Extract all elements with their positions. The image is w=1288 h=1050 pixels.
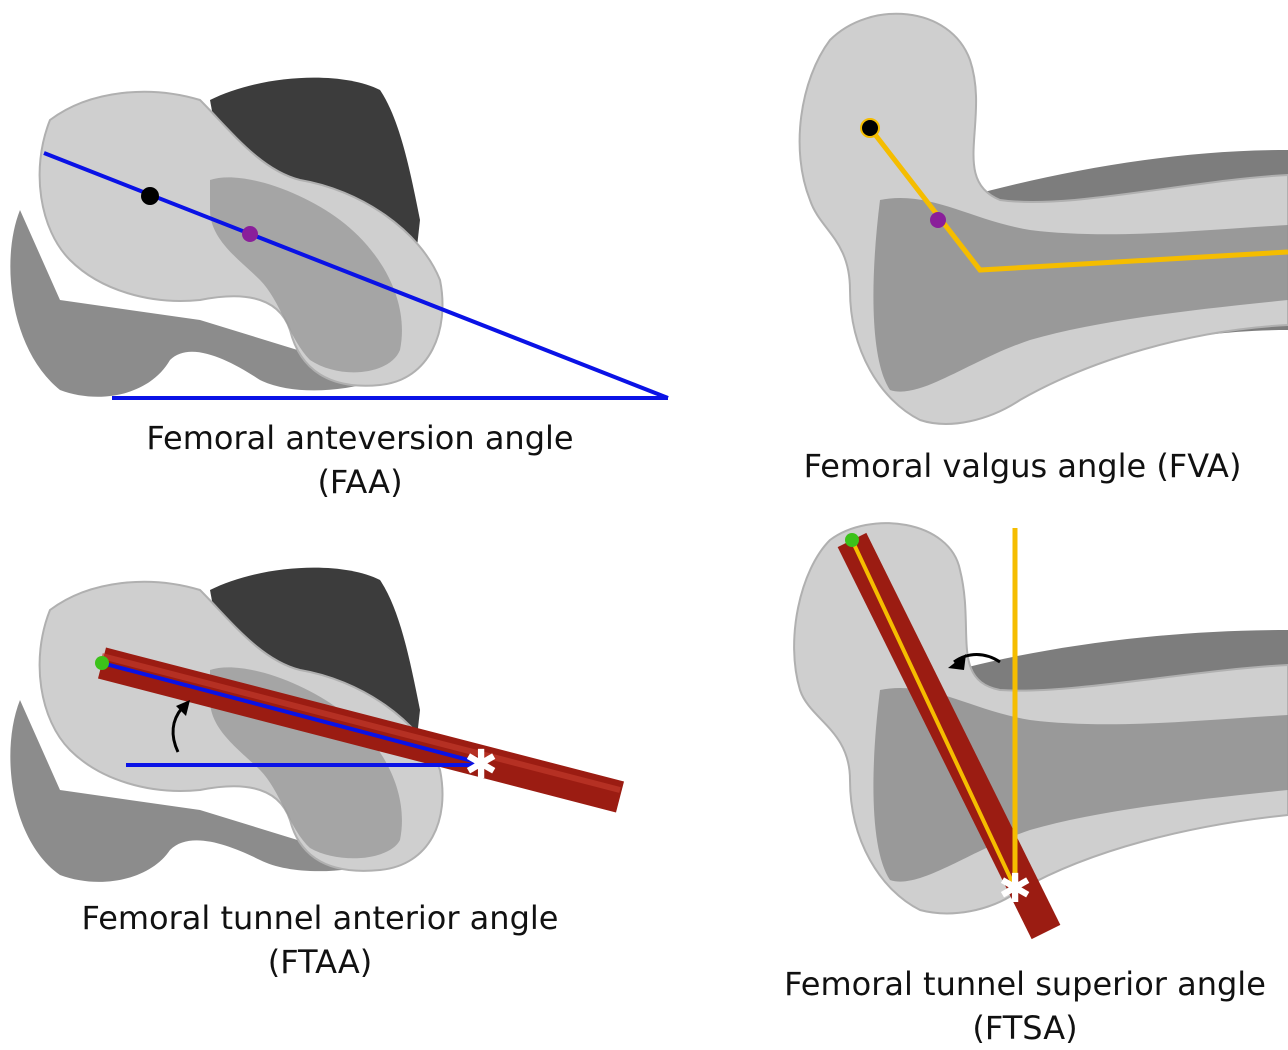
fva-caption: Femoral valgus angle (FVA) xyxy=(770,444,1275,488)
ftsa-entry-point xyxy=(845,533,859,547)
fva-panel xyxy=(770,0,1288,440)
ftaa-caption: Femoral tunnel anterior angle (FTAA) xyxy=(40,896,600,984)
ftaa-entry-point xyxy=(95,656,109,670)
faa-caption: Femoral anteversion angle (FAA) xyxy=(100,416,620,504)
ftsa-caption-line1: Femoral tunnel superior angle xyxy=(770,962,1280,1006)
ftaa-panel: ✱ xyxy=(0,560,680,890)
faa-head-center-point xyxy=(141,187,159,205)
ftsa-caption: Femoral tunnel superior angle (FTSA) xyxy=(770,962,1280,1050)
fva-head-center-point xyxy=(861,119,879,137)
fva-illustration xyxy=(770,0,1288,440)
ftaa-caption-line1: Femoral tunnel anterior angle xyxy=(40,896,600,940)
fva-neck-center-point xyxy=(930,212,946,228)
fva-cross-section xyxy=(800,14,1288,424)
fva-caption-line1: Femoral valgus angle (FVA) xyxy=(770,444,1275,488)
faa-panel xyxy=(0,60,680,410)
faa-caption-line1: Femoral anteversion angle xyxy=(100,416,620,460)
faa-illustration xyxy=(0,60,680,410)
faa-neck-center-point xyxy=(242,226,258,242)
ftsa-exit-asterisk: ✱ xyxy=(998,866,1032,912)
ftaa-illustration: ✱ xyxy=(0,560,680,890)
ftsa-caption-line2: (FTSA) xyxy=(770,1006,1280,1050)
ftaa-caption-line2: (FTAA) xyxy=(40,940,600,984)
ftsa-illustration: ✱ xyxy=(770,520,1288,940)
ftaa-exit-asterisk: ✱ xyxy=(464,742,498,788)
ftsa-panel: ✱ xyxy=(770,520,1288,940)
faa-caption-line2: (FAA) xyxy=(100,460,620,504)
